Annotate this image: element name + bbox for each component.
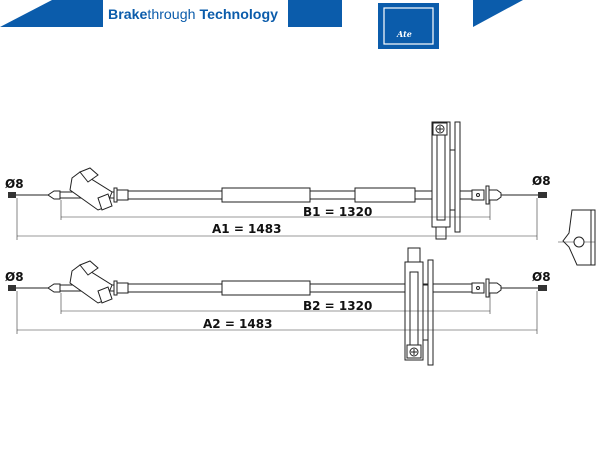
left-adjuster (69, 167, 113, 211)
svg-text:Ate: Ate (396, 29, 412, 39)
dimension-b1-label: B1 = 1320 (303, 205, 372, 219)
mounting-bracket (404, 247, 434, 366)
cable-sheath (127, 190, 223, 200)
left-end-ferrule (8, 192, 16, 198)
banner-right-shape (473, 0, 523, 27)
left-adjuster (69, 260, 113, 304)
left-end-ferrule (8, 285, 16, 291)
left-diameter-label: Ø8 (5, 270, 24, 284)
mounting-bracket (431, 121, 461, 240)
right-end-ferrule (538, 192, 547, 198)
right-diameter-label: Ø8 (532, 174, 551, 188)
right-end-ferrule (538, 285, 547, 291)
right-diameter-label: Ø8 (532, 270, 551, 284)
cable-tube (221, 187, 311, 203)
dimension-b2-label: B2 = 1320 (303, 299, 372, 313)
dimension-a1-label: A1 = 1483 (212, 222, 281, 236)
banner-left-shape (0, 0, 103, 27)
ate-logo: Ate (378, 3, 439, 49)
cable-2: Ø8 Ø8 (5, 247, 551, 366)
end-fitting-detail (558, 209, 596, 266)
cable-1: Ø8 Ø8 (5, 121, 551, 240)
left-diameter-label: Ø8 (5, 177, 24, 191)
dimension-a2-label: A2 = 1483 (203, 317, 272, 331)
banner-block (288, 0, 342, 27)
